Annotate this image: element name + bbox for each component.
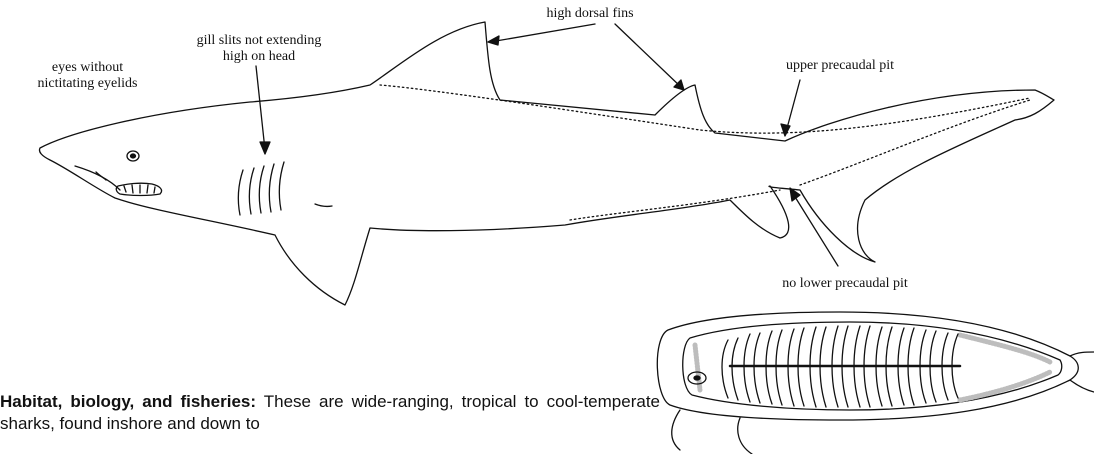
shark-pupil	[131, 154, 136, 158]
gill-slit-3	[259, 166, 264, 213]
label-eyes: eyes without nictitating eyelids	[0, 60, 175, 92]
ventral-inner-line	[570, 190, 780, 220]
dorsal-ridge-line	[380, 85, 1030, 133]
label-eyes-line2: nictitating eyelids	[0, 76, 175, 92]
inset-tissue-right	[738, 418, 752, 454]
label-upper-precaudal-pit: upper precaudal pit	[740, 58, 940, 74]
habitat-paragraph: Habitat, biology, and fisheries: These a…	[0, 391, 660, 435]
inset-anterior-node-core	[694, 376, 700, 380]
arrow-lower-precaudal	[792, 192, 838, 266]
arrow-high-dorsal-1-head	[488, 36, 499, 45]
habitat-heading: Habitat, biology, and fisheries:	[0, 392, 256, 411]
arrow-high-dorsal-2	[615, 24, 682, 88]
pelvic-fin-tip	[315, 204, 332, 206]
shark-nostril	[96, 172, 106, 180]
label-gill-slits: gill slits not extending high on head	[164, 33, 354, 65]
shark-teeth-marks	[124, 185, 155, 193]
arrow-gill-slits	[256, 66, 265, 150]
valve-coil-1	[722, 338, 738, 400]
label-gill-slits-line1: gill slits not extending	[164, 33, 354, 49]
label-gill-slits-line2: high on head	[164, 49, 354, 65]
valve-coil-3	[766, 330, 782, 405]
arrow-upper-precaudal-head	[781, 124, 790, 136]
gill-slit-4	[269, 164, 274, 212]
arrow-upper-precaudal	[786, 80, 800, 132]
gill-slit-2	[249, 168, 254, 214]
spiral-valve-inset	[657, 312, 1094, 454]
inset-shading	[695, 335, 1050, 400]
arrow-high-dorsal-1	[490, 24, 595, 42]
label-high-dorsal-fins: high dorsal fins	[520, 6, 660, 22]
inset-tail-line-lower	[1070, 380, 1094, 392]
label-eyes-line1: eyes without	[0, 60, 175, 76]
gill-slit-5	[279, 162, 284, 210]
inset-tissue-left	[672, 410, 680, 450]
arrow-gill-slits-head	[260, 142, 270, 154]
inset-tail-line	[1070, 352, 1094, 356]
gill-slit-1	[238, 170, 243, 215]
label-no-lower-precaudal-pit: no lower precaudal pit	[745, 276, 945, 292]
caudal-inner-line	[800, 100, 1030, 185]
valve-coil-2	[744, 333, 760, 403]
